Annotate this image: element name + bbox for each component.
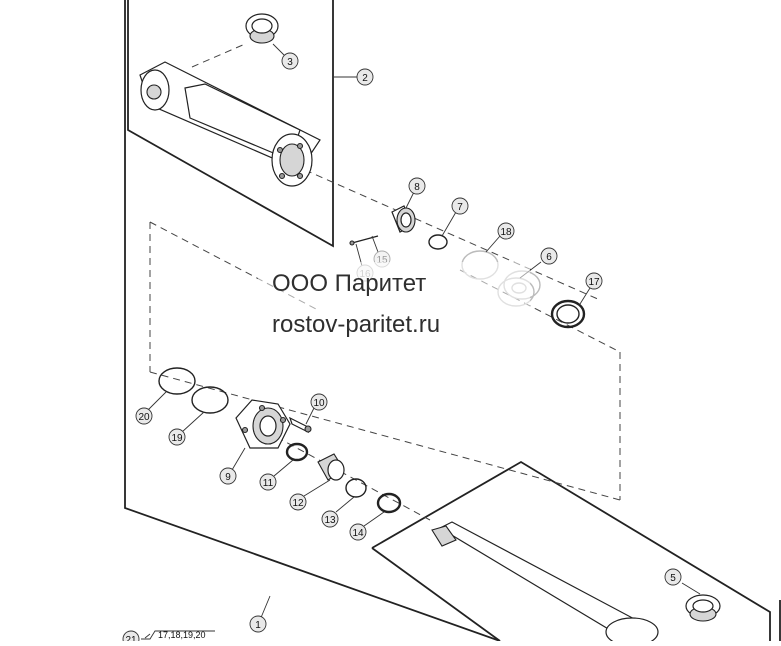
callout-21: 21 <box>122 630 140 646</box>
rod-frame <box>371 460 771 642</box>
seal-kit-boundary <box>149 221 621 501</box>
callout-8: 8 <box>408 177 426 195</box>
bushing-5 <box>685 594 721 622</box>
callout-9: 9 <box>219 467 237 485</box>
callout-17: 17 <box>585 272 603 290</box>
svg-text:2: 2 <box>362 73 368 84</box>
pin-15-16 <box>349 235 379 246</box>
svg-text:18: 18 <box>500 227 512 238</box>
watermark-backdrop <box>258 262 530 348</box>
svg-text:8: 8 <box>414 182 420 193</box>
svg-text:20: 20 <box>138 412 150 423</box>
bushing-12 <box>317 453 345 481</box>
kit-reference: 17,18,19,20 <box>141 630 215 640</box>
callout-19: 19 <box>168 428 186 446</box>
assembly-frame <box>124 0 781 642</box>
svg-text:13: 13 <box>324 515 336 526</box>
barrel-frame <box>127 0 334 248</box>
svg-text:10: 10 <box>313 398 325 409</box>
callout-12: 12 <box>289 493 307 511</box>
svg-text:7: 7 <box>457 202 463 213</box>
watermark-site: rostov-paritet.ru <box>272 311 441 338</box>
callout-14: 14 <box>349 523 367 541</box>
bushing-3 <box>245 13 279 44</box>
callout-7: 7 <box>451 197 469 215</box>
callout-1: 1 <box>249 615 267 633</box>
o-ring-19 <box>191 386 229 414</box>
svg-text:17: 17 <box>588 277 600 288</box>
callout-20: 20 <box>135 407 153 425</box>
svg-text:6: 6 <box>546 252 552 263</box>
svg-text:12: 12 <box>292 498 304 509</box>
ring-11 <box>285 442 309 462</box>
seal-17 <box>550 299 586 329</box>
o-ring-20 <box>158 367 196 395</box>
svg-text:11: 11 <box>263 478 274 489</box>
callout-6: 6 <box>540 247 558 265</box>
callout-5: 5 <box>664 568 682 586</box>
svg-text:1: 1 <box>255 620 261 631</box>
seal-13 <box>345 478 367 498</box>
gland-9 <box>235 399 291 449</box>
callout-10: 10 <box>310 393 328 411</box>
cylinder-barrel <box>139 61 321 187</box>
svg-text:3: 3 <box>287 57 293 68</box>
svg-text:21: 21 <box>125 635 137 641</box>
bolt-10 <box>288 416 312 434</box>
center-axis <box>191 43 601 521</box>
callout-18: 18 <box>497 222 515 240</box>
piston-rod <box>431 521 659 646</box>
wiper-14 <box>376 492 402 514</box>
svg-text:15: 15 <box>376 255 388 266</box>
kit-reference-label: 17,18,19,20 <box>158 630 206 640</box>
svg-text:14: 14 <box>352 528 364 539</box>
callout-11: 11 <box>259 473 277 491</box>
ring-7 <box>428 234 448 250</box>
svg-text:9: 9 <box>225 472 231 483</box>
svg-text:5: 5 <box>670 573 676 584</box>
callout-13: 13 <box>321 510 339 528</box>
callout-2: 2 <box>356 68 374 86</box>
callout-3: 3 <box>281 52 299 70</box>
watermark-company: ООО Паритет <box>272 270 427 297</box>
nut-8 <box>391 205 416 233</box>
svg-text:19: 19 <box>171 433 183 444</box>
